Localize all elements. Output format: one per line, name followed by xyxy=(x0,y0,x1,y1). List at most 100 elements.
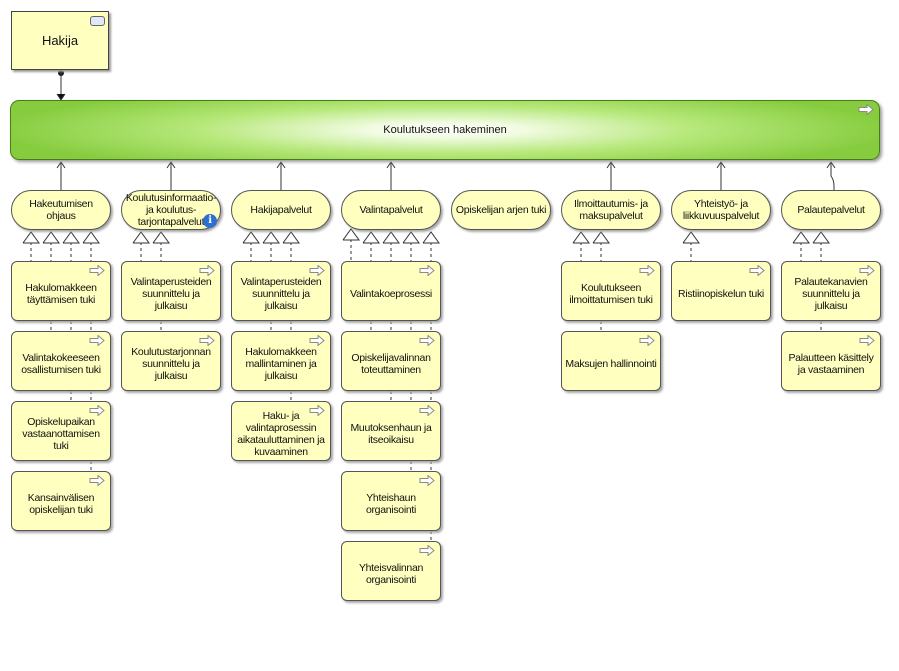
specialization-triangle xyxy=(62,231,80,244)
specialization-triangle xyxy=(402,231,420,244)
serving-arrowhead xyxy=(606,161,616,169)
function-label: Muutoksenhaun ja itseoikaisu xyxy=(350,422,432,446)
function-box[interactable]: Valintaperusteiden suunnittelu ja julkai… xyxy=(231,261,331,321)
specialization-triangle xyxy=(42,231,60,244)
function-label: Hakulomakkeen täyttämisen tuki xyxy=(25,282,97,306)
service-label: Hakeutumisen ohjaus xyxy=(29,198,93,222)
function-label: Valintaperusteiden suunnittelu ja julkai… xyxy=(240,276,322,312)
function-box[interactable]: Maksujen hallinnointi xyxy=(561,331,661,391)
arrow-right-icon xyxy=(419,265,435,276)
specialization-triangle xyxy=(262,231,280,244)
function-label: Hakulomakkeen mallintaminen ja julkaisu xyxy=(245,346,317,382)
function-box[interactable]: Opiskelijavalinnan toteuttaminen xyxy=(341,331,441,391)
function-label: Kansainvälisen opiskelijan tuki xyxy=(27,492,95,516)
function-box[interactable]: Palautekanavien suunnittelu ja julkaisu xyxy=(781,261,881,321)
serving-arrowhead xyxy=(826,161,836,169)
serving-arrowhead xyxy=(166,161,176,169)
function-box[interactable]: Opiskelupaikan vastaanottamisen tuki xyxy=(11,401,111,461)
service-box[interactable]: Palautepalvelut xyxy=(781,190,881,230)
function-box[interactable]: Valintaperusteiden suunnittelu ja julkai… xyxy=(121,261,221,321)
function-box[interactable]: Yhteishaun organisointi xyxy=(341,471,441,531)
specialization-triangle xyxy=(792,231,810,244)
service-label: Opiskelijan arjen tuki xyxy=(455,204,547,216)
specialization-triangle xyxy=(132,231,150,244)
function-label: Opiskelupaikan vastaanottamisen tuki xyxy=(22,416,100,452)
service-label: Ilmoittautumis- ja maksupalvelut xyxy=(574,198,648,222)
function-label: Valintakokeeseen osallistumisen tuki xyxy=(21,352,101,376)
function-label: Opiskelijavalinnan toteuttaminen xyxy=(351,352,431,376)
function-box[interactable]: Palautteen käsittely ja vastaaminen xyxy=(781,331,881,391)
function-box[interactable]: Valintakoeprosessi xyxy=(341,261,441,321)
arrow-right-icon xyxy=(639,335,655,346)
arrow-right-icon xyxy=(89,475,105,486)
arrow-right-icon xyxy=(309,335,325,346)
specialization-triangle xyxy=(682,231,700,244)
function-box[interactable]: Hakulomakkeen täyttämisen tuki xyxy=(11,261,111,321)
process-label: Koulutukseen hakeminen xyxy=(383,124,507,136)
function-label: Yhteishaun organisointi xyxy=(365,492,417,516)
service-box[interactable]: Hakeutumisen ohjaus xyxy=(11,190,111,230)
function-box[interactable]: Koulutukseen ilmoittatumisen tuki xyxy=(561,261,661,321)
function-label: Koulutustarjonnan suunnittelu ja julkais… xyxy=(131,346,211,382)
specialization-triangle xyxy=(572,231,590,244)
specialization-triangle xyxy=(282,231,300,244)
specialization-triangle xyxy=(422,231,440,244)
arrow-right-icon xyxy=(749,265,765,276)
function-box[interactable]: Hakulomakkeen mallintaminen ja julkaisu xyxy=(231,331,331,391)
function-label: Valintaperusteiden suunnittelu ja julkai… xyxy=(130,276,212,312)
serving-arrowhead xyxy=(56,161,66,169)
specialization-triangle xyxy=(362,231,380,244)
function-box[interactable]: Valintakokeeseen osallistumisen tuki xyxy=(11,331,111,391)
serving-arrowhead xyxy=(276,161,286,169)
arrow-right-icon xyxy=(859,265,875,276)
specialization-triangle xyxy=(22,231,40,244)
function-box[interactable]: Haku- ja valintaprosessin aikatauluttami… xyxy=(231,401,331,461)
specialization-triangle xyxy=(152,231,170,244)
function-label: Haku- ja valintaprosessin aikatauluttami… xyxy=(237,410,325,458)
function-box[interactable]: Yhteisvalinnan organisointi xyxy=(341,541,441,601)
arrow-right-icon xyxy=(419,475,435,486)
actor-box[interactable]: Hakija xyxy=(11,11,109,70)
specialization-triangle xyxy=(592,231,610,244)
arrow-right-icon xyxy=(89,335,105,346)
function-box[interactable]: Koulutustarjonnan suunnittelu ja julkais… xyxy=(121,331,221,391)
arrow-right-icon xyxy=(419,405,435,416)
service-label: Palautepalvelut xyxy=(797,204,865,216)
serving-arrowhead xyxy=(716,161,726,169)
specialization-triangle xyxy=(82,231,100,244)
serving-line xyxy=(830,162,835,190)
arrow-right-icon xyxy=(199,265,215,276)
function-box[interactable]: Kansainvälisen opiskelijan tuki xyxy=(11,471,111,531)
specialization-triangle xyxy=(342,228,360,241)
service-label: Hakijapalvelut xyxy=(250,204,312,216)
arrow-right-icon xyxy=(419,335,435,346)
service-label: Valintapalvelut xyxy=(359,204,423,216)
actor-label: Hakija xyxy=(41,33,79,48)
info-icon[interactable]: i xyxy=(203,214,217,228)
service-box[interactable]: Ilmoittautumis- ja maksupalvelut xyxy=(561,190,661,230)
service-label: Koulutusinformaatio- ja koulutus-tarjont… xyxy=(125,192,217,228)
arrow-right-icon xyxy=(859,335,875,346)
function-label: Valintakoeprosessi xyxy=(350,288,432,300)
serving-arrowhead xyxy=(386,161,396,169)
service-box[interactable]: Opiskelijan arjen tuki xyxy=(451,190,551,230)
service-box[interactable]: Valintapalvelut xyxy=(341,190,441,230)
specialization-triangle xyxy=(382,231,400,244)
service-label: Yhteistyö- ja liikkuvuuspalvelut xyxy=(682,198,760,222)
service-box[interactable]: Koulutusinformaatio- ja koulutus-tarjont… xyxy=(121,190,221,230)
arrow-right-icon xyxy=(858,104,874,115)
specialization-triangle xyxy=(242,231,260,244)
function-label: Yhteisvalinnan organisointi xyxy=(358,562,424,586)
function-label: Maksujen hallinnointi xyxy=(565,358,657,370)
arrow-right-icon xyxy=(309,405,325,416)
service-box[interactable]: Yhteistyö- ja liikkuvuuspalvelut xyxy=(671,190,771,230)
business-actor-icon xyxy=(90,16,105,26)
service-box[interactable]: Hakijapalvelut xyxy=(231,190,331,230)
function-label: Koulutukseen ilmoittatumisen tuki xyxy=(569,282,653,306)
function-box[interactable]: Muutoksenhaun ja itseoikaisu xyxy=(341,401,441,461)
function-label: Palautteen käsittely ja vastaaminen xyxy=(788,352,874,376)
function-box[interactable]: Ristiinopiskelun tuki xyxy=(671,261,771,321)
process-box[interactable]: Koulutukseen hakeminen xyxy=(10,100,880,160)
arrow-right-icon xyxy=(199,335,215,346)
